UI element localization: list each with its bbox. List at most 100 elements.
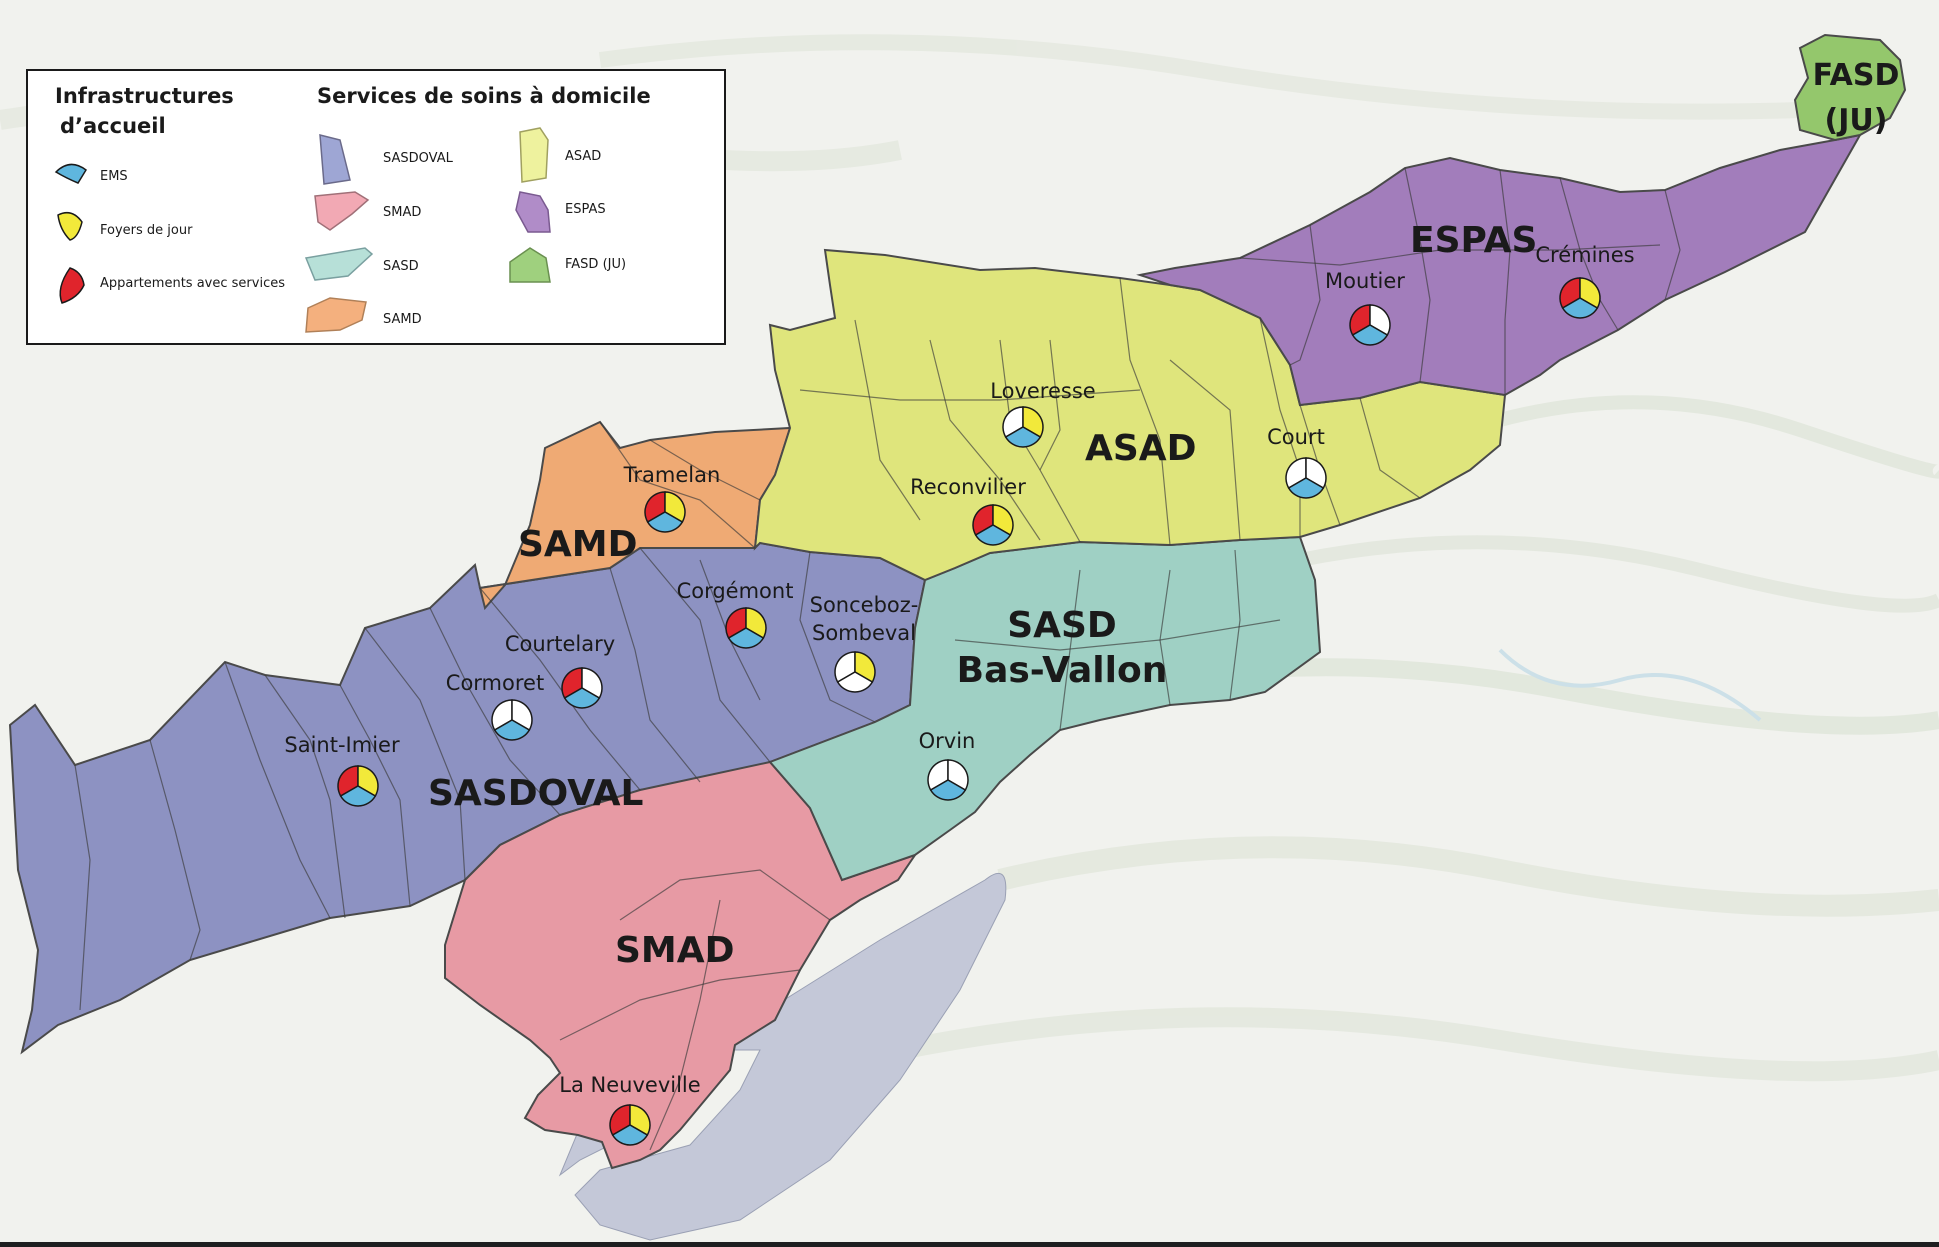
region-label-fasd-ju: (JU) — [1825, 103, 1888, 138]
legend-item-espas: ESPAS — [515, 191, 606, 233]
legend-box — [26, 69, 726, 345]
legend-item-label: ESPAS — [565, 202, 606, 217]
samd-swatch-icon — [305, 297, 367, 333]
red-sector-icon — [59, 267, 85, 304]
pie-chart-icon — [1285, 457, 1327, 499]
legend-item-asad: ASAD — [519, 127, 601, 183]
place-cormoret[interactable]: Cormoret — [446, 671, 544, 741]
place-corgemont[interactable]: Corgémont — [677, 579, 794, 649]
region-label-samd: SAMD — [518, 524, 638, 565]
legend-item-smad: SMAD — [314, 191, 421, 231]
ems-sector — [929, 779, 967, 801]
ems-sector — [1287, 477, 1325, 499]
pie-chart-icon — [491, 699, 533, 741]
place-label-line2: Sombeval — [812, 621, 916, 645]
place-label: La Neuveville — [559, 1073, 700, 1097]
place-reconvilier[interactable]: Reconvilier — [910, 475, 1026, 546]
pie-chart-icon — [834, 651, 876, 693]
region-label-espas: ESPAS — [1410, 220, 1537, 261]
place-cremines[interactable]: Crémines — [1535, 243, 1635, 319]
legend: Infrastructures d’accueil Services de so… — [26, 69, 726, 345]
place-label: Moutier — [1325, 269, 1405, 293]
region-label-sasdoval: SASDOVAL — [428, 773, 643, 814]
legend-infra-title: Infrastructures — [55, 84, 234, 108]
legend-item-label: FASD (JU) — [565, 257, 626, 272]
region-label-fasd: FASD — [1813, 58, 1900, 93]
region-samd — [478, 420, 792, 611]
pie-chart-icon — [1349, 304, 1391, 346]
place-label: Crémines — [1535, 243, 1634, 267]
place-court[interactable]: Court — [1267, 425, 1327, 499]
place-label: Orvin — [919, 729, 976, 753]
region-labels: SASDOVAL SMAD SASD Bas-Vallon SAMD ASAD … — [428, 58, 1899, 971]
ems-sector — [974, 524, 1012, 546]
pie-chart-icon — [644, 491, 686, 533]
pie-chart-icon — [1002, 406, 1044, 448]
pie-chart-icon — [609, 1104, 651, 1146]
legend-item-label: SASD — [383, 259, 419, 274]
ems-sector — [339, 785, 377, 807]
sasd-swatch-icon — [304, 247, 374, 281]
ems-sector — [493, 719, 531, 741]
yellow-sector-icon — [57, 211, 83, 241]
ems-sector — [836, 671, 874, 693]
legend-item-label: Appartements avec services — [100, 276, 285, 291]
legend-item-sasd: SASD — [304, 247, 419, 281]
ems-sector — [1351, 324, 1389, 346]
legend-item-ems: EMS — [54, 163, 128, 184]
legend-item-appart: Appartements avec services — [59, 267, 285, 304]
place-orvin[interactable]: Orvin — [919, 729, 976, 801]
place-label: Tramelan — [623, 463, 721, 487]
pie-chart-icon — [337, 765, 379, 807]
legend-item-label: SASDOVAL — [383, 151, 454, 166]
pie-chart-icon — [927, 759, 969, 801]
place-loveresse[interactable]: Loveresse — [990, 379, 1096, 448]
espas-swatch-icon — [515, 191, 551, 233]
legend-item-sasdoval: SASDOVAL — [319, 134, 454, 185]
place-courtelary[interactable]: Courtelary — [505, 632, 615, 709]
lake — [558, 872, 1007, 1241]
ems-sector — [646, 511, 684, 533]
legend-infra-title-line2: d’accueil — [60, 114, 166, 138]
legend-item-label: SMAD — [383, 205, 421, 220]
legend-item-fasd: FASD (JU) — [509, 247, 626, 283]
legend-item-foyers: Foyers de jour — [57, 211, 193, 241]
pie-chart-icon — [1559, 277, 1601, 319]
blue-sector-icon — [54, 163, 87, 184]
ems-sector — [727, 627, 765, 649]
region-label-smad: SMAD — [615, 930, 735, 971]
place-saint-imier[interactable]: Saint-Imier — [284, 733, 400, 807]
place-label: Loveresse — [990, 379, 1095, 403]
place-la-neuveville[interactable]: La Neuveville — [559, 1073, 701, 1146]
municipality-borders — [74, 167, 1681, 1151]
region-fasd — [1793, 33, 1907, 142]
ems-sector — [611, 1124, 649, 1146]
pie-chart-icon — [561, 667, 603, 709]
place-label: Sonceboz- — [810, 593, 919, 617]
place-label: Cormoret — [446, 671, 544, 695]
legend-item-samd: SAMD — [305, 297, 422, 333]
legend-item-label: EMS — [100, 169, 128, 184]
region-label-sasd-bas-vallon: Bas-Vallon — [957, 650, 1168, 691]
place-tramelan[interactable]: Tramelan — [623, 463, 721, 533]
place-label: Court — [1267, 425, 1325, 449]
region-label-sasd: SASD — [1007, 605, 1117, 646]
ems-sector — [563, 687, 601, 709]
pie-chart-icon — [972, 504, 1014, 546]
place-markers: Saint-Imier Cormoret Courtelary Corgémon… — [284, 243, 1635, 1146]
place-moutier[interactable]: Moutier — [1325, 269, 1405, 346]
pie-chart-icon — [725, 607, 767, 649]
place-label: Saint-Imier — [284, 733, 400, 757]
place-label: Corgémont — [677, 579, 794, 603]
ems-sector — [1561, 297, 1599, 319]
asad-swatch-icon — [519, 127, 549, 183]
place-sonceboz-sombeval[interactable]: Sonceboz- Sombeval — [810, 593, 919, 693]
sasdoval-swatch-icon — [319, 134, 351, 185]
region-espas — [1136, 133, 1862, 407]
place-label: Reconvilier — [910, 475, 1026, 499]
place-label: Courtelary — [505, 632, 615, 656]
region-label-asad: ASAD — [1085, 428, 1197, 469]
ems-sector — [1004, 426, 1042, 448]
